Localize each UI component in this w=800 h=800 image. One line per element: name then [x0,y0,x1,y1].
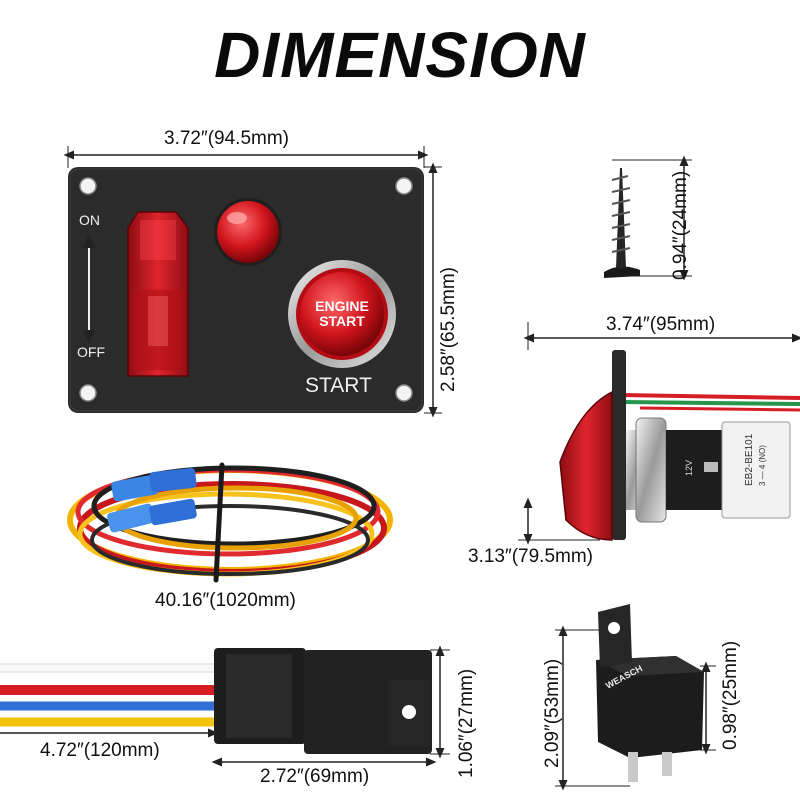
screw [604,155,692,281]
module-text-2: 3 — 4 (NO) [758,445,767,486]
start-label: START [305,374,372,397]
relay [555,604,716,791]
relay-side-label: 0.98″(25mm) [720,640,741,750]
on-label: ON [79,212,100,228]
socket-width-label: 2.72″(69mm) [260,766,370,787]
voltage-label: 12V [684,459,694,476]
screw-length-label: 0.94″(24mm) [670,170,691,280]
toggle-switch-cover [127,211,189,377]
panel-height-label: 2.58″(65.5mm) [438,267,459,392]
socket-wire-length-label: 4.72″(120mm) [40,740,160,761]
module-text-1: EB2-BE101 [744,433,755,486]
wire-harness [67,462,393,583]
switch-panel [63,146,429,413]
relay-height-label: 2.09″(53mm) [542,658,563,768]
button-line-2: START [319,313,365,329]
engine-start-button [288,260,396,368]
relay-socket [0,645,450,767]
page-title: DIMENSION [214,19,586,91]
panel-width-label: 3.72″(94.5mm) [164,128,289,149]
button-line-1: ENGINE [315,298,369,314]
side-view [518,322,800,545]
side-height-label: 3.13″(79.5mm) [468,546,593,567]
side-depth-label: 3.74″(95mm) [606,314,716,335]
off-label: OFF [77,344,105,360]
indicator-lamp [214,198,282,266]
harness-length-label: 40.16″(1020mm) [155,590,296,611]
socket-height-label: 1.06″(27mm) [456,668,477,778]
engine-start-text: ENGINE START [300,299,384,329]
